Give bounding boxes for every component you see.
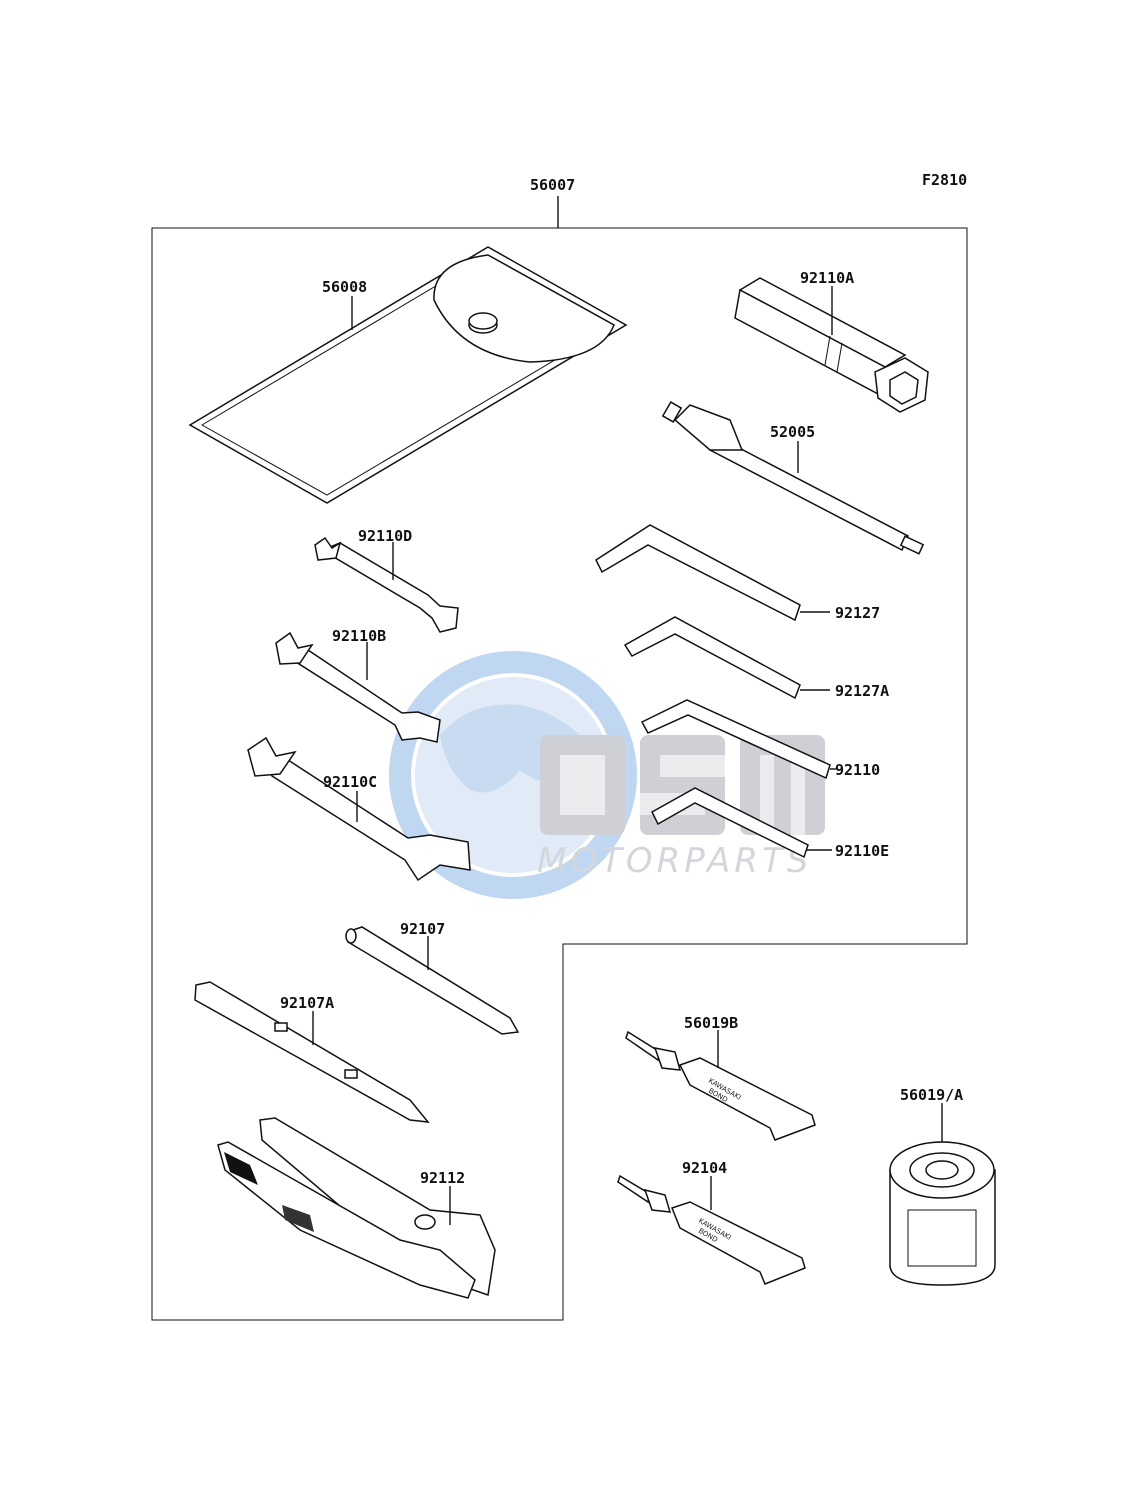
hex-key-92127A-drawing [623,616,801,700]
callout-92110E: 92110E [835,842,889,860]
callout-92110C: 92110C [323,773,377,791]
callout-56019A: 56019/A [900,1086,963,1104]
callout-92127: 92127 [835,604,880,622]
callout-56019B: 56019B [684,1014,738,1032]
screwdriver-92107A-drawing [194,981,430,1123]
wrench-92110C-drawing [247,736,471,882]
wrench-92110B-drawing [275,631,441,743]
callout-92107A: 92107A [280,994,334,1012]
bond-tube-92104-drawing: KAWASAKI BOND [617,1174,806,1285]
bond-tube-56019B-drawing: KAWASAKI BOND [625,1030,816,1141]
callout-92104: 92104 [682,1159,727,1177]
callout-92112: 92112 [420,1169,465,1187]
oil-filter-drawing [889,1141,996,1286]
plug-wrench-drawing [734,277,929,413]
hex-key-92127-drawing [595,524,801,622]
screwdriver-92107-drawing [345,926,520,1035]
callout-92127A: 92127A [835,682,889,700]
callout-92110D: 92110D [358,527,412,545]
callout-56008: 56008 [322,278,367,296]
wrench-92110D-drawing [314,536,459,633]
watermark-subtext: MOTORPARTS [537,841,812,881]
callout-92107: 92107 [400,920,445,938]
watermark: MOTORPARTS [389,651,825,899]
tool-case-drawing [188,246,628,504]
pliers-drawing [217,1117,496,1299]
callout-92110B: 92110B [332,627,386,645]
watermark-globe-ring [389,651,637,899]
callout-92110: 92110 [835,761,880,779]
kit-outline [151,227,968,1321]
driver-handle-drawing [661,401,925,555]
hex-key-92110E-drawing [651,787,809,859]
hex-key-92110-drawing [640,699,831,780]
callout-92110A: 92110A [800,269,854,287]
callout-56007: 56007 [530,176,575,194]
callout-52005: 52005 [770,423,815,441]
figure-code: F2810 [922,171,967,189]
